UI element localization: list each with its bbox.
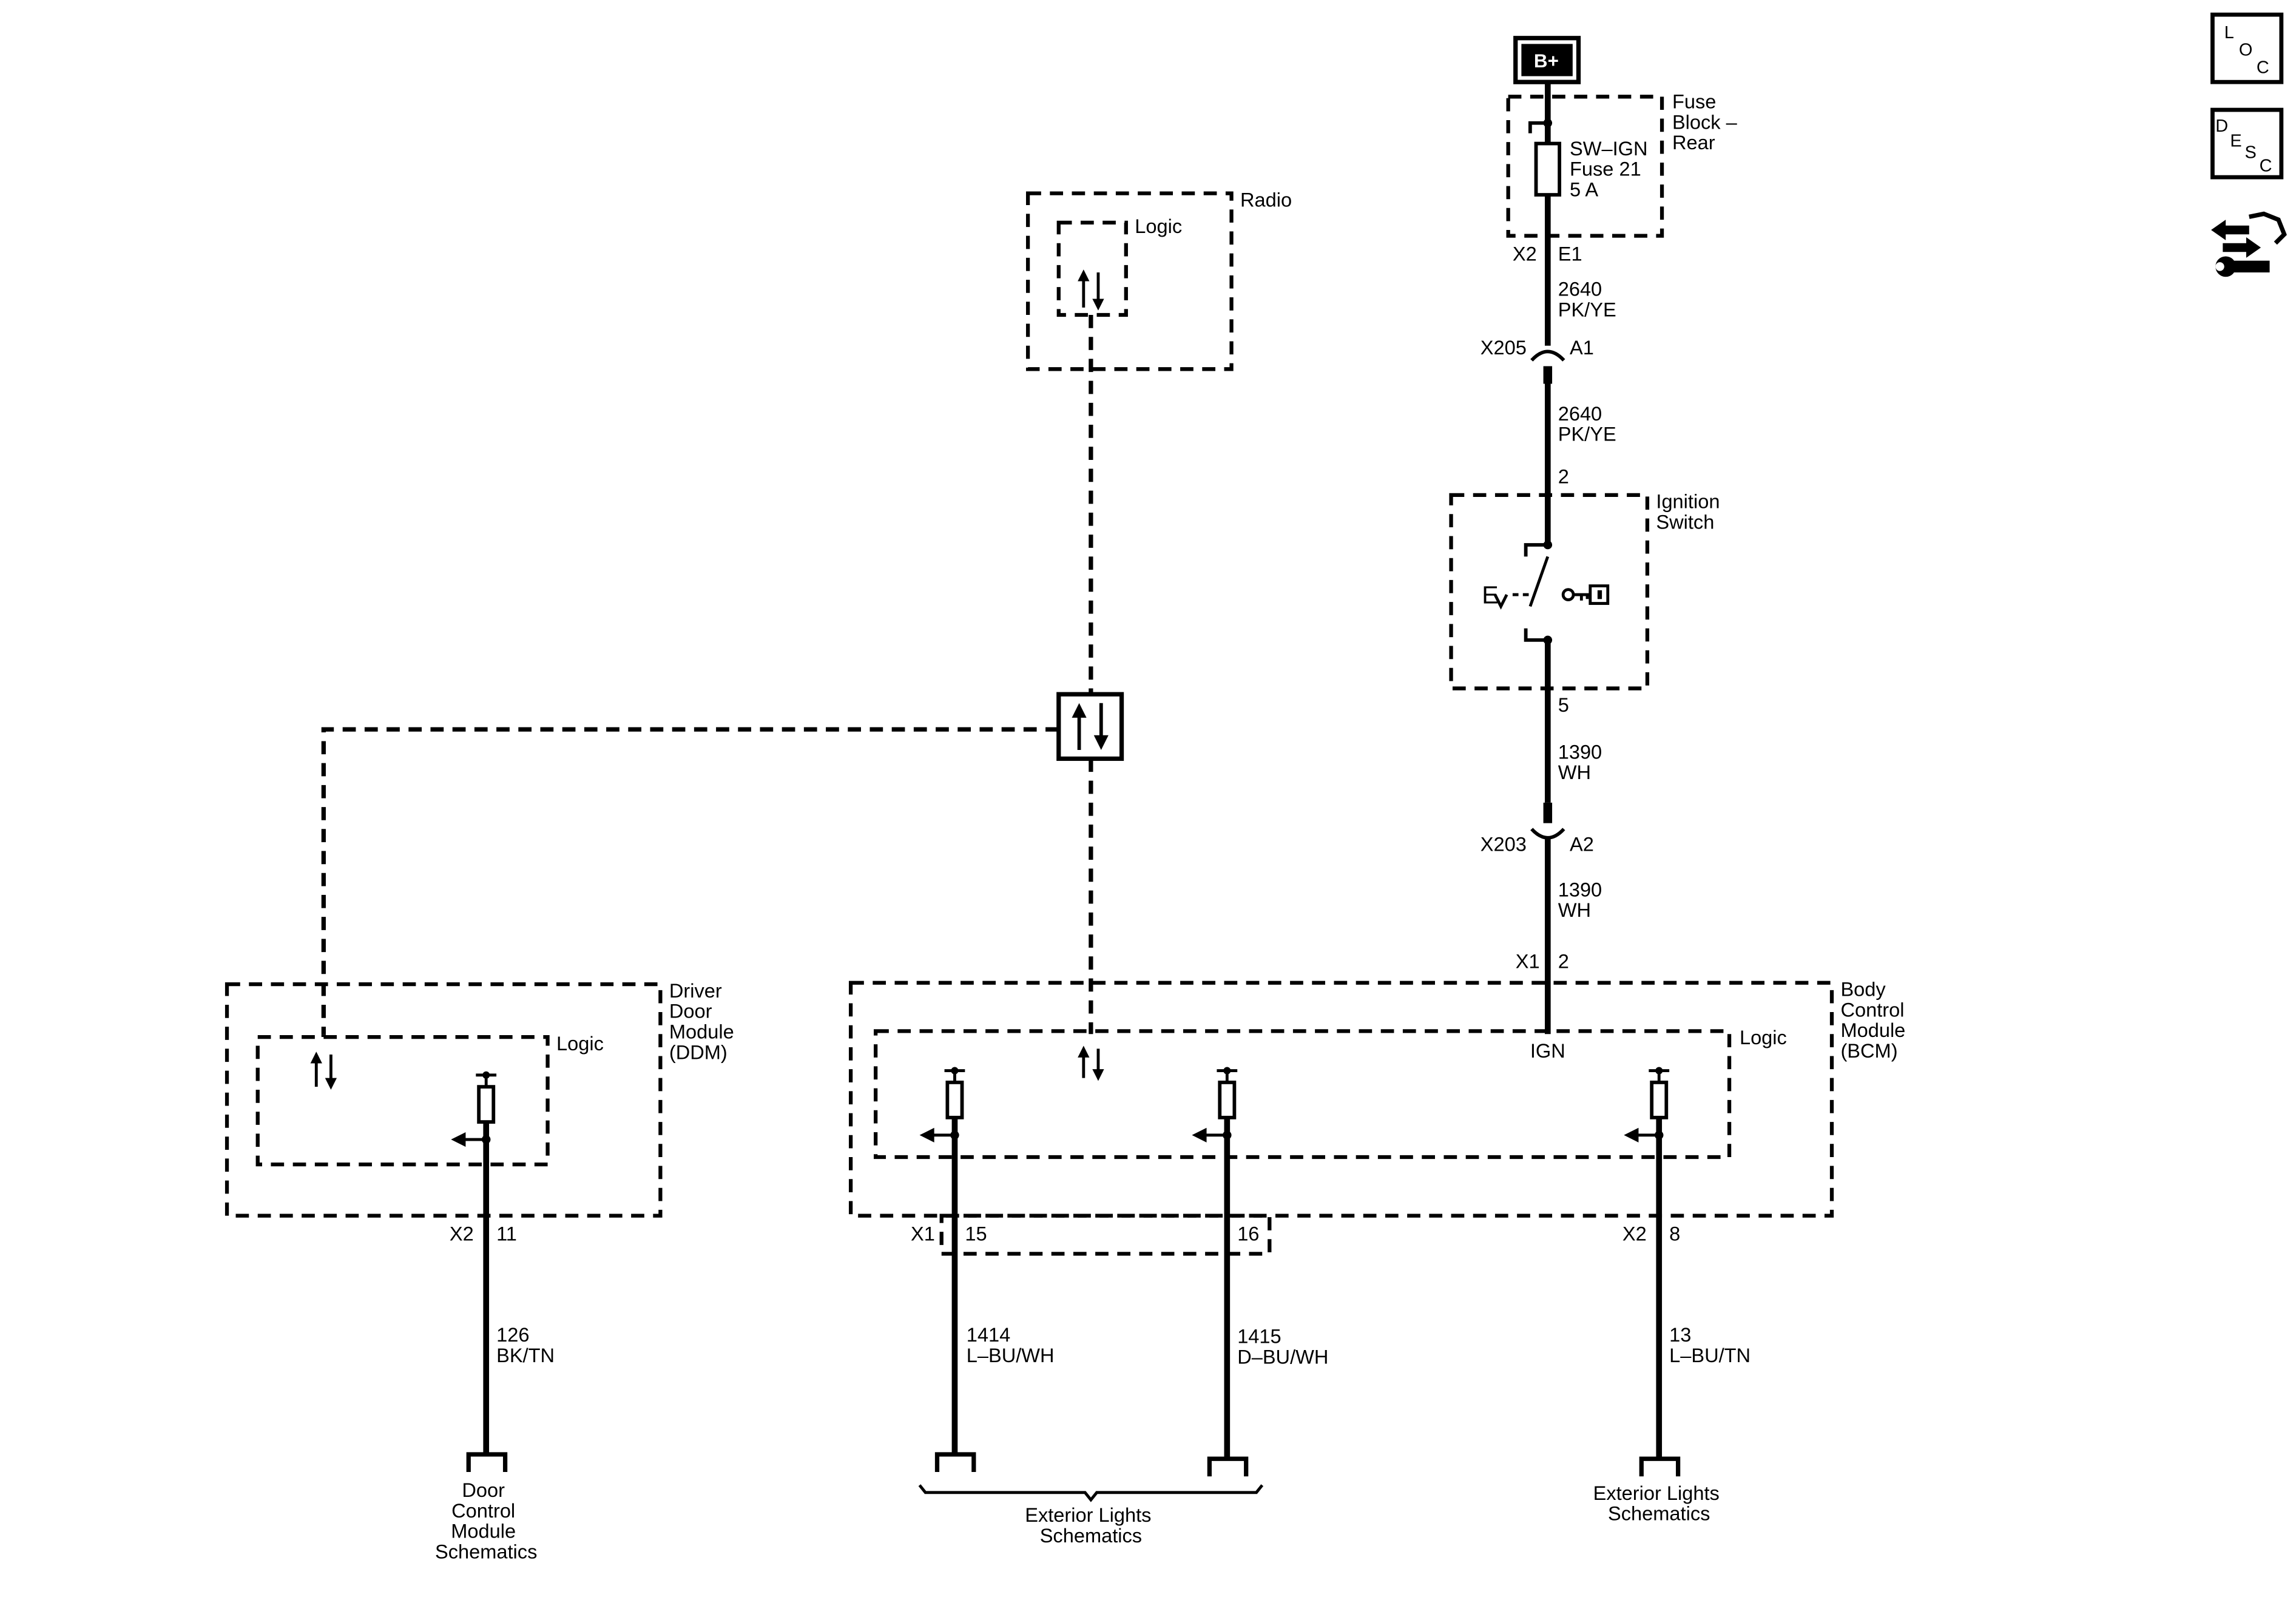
ignition-pin-out: 5: [1558, 694, 1569, 716]
fuse-block-pin: E1: [1558, 243, 1582, 265]
bcm-x2-connector: X2: [1622, 1223, 1647, 1245]
bcm-output-driver-15-icon: [919, 1067, 965, 1143]
radio-module: Radio Logic: [1025, 189, 1292, 371]
serial-data-splice-icon: [1056, 692, 1124, 761]
svg-text:X205: X205: [1481, 337, 1527, 359]
ignition-pin-in: 2: [1558, 466, 1569, 488]
bcm-logic-label: Logic: [1740, 1027, 1787, 1048]
svg-text:O: O: [2239, 41, 2253, 60]
bcm-ign-input-label: IGN: [1530, 1040, 1565, 1062]
ddm-output-driver-icon: [451, 1071, 497, 1147]
bcm-pin-8: 8: [1669, 1223, 1680, 1245]
exterior-lights-schematics-label-a: Exterior Lights Schematics: [1025, 1504, 1156, 1547]
exterior-lights-destination-a: Exterior Lights Schematics: [918, 1452, 1264, 1547]
wire-2640-upper-label: 2640 PK/YE: [1558, 279, 1616, 321]
svg-text:L: L: [2224, 23, 2234, 42]
ddm-logic-label: Logic: [556, 1033, 604, 1055]
exterior-lights-destination-b: Exterior Lights Schematics: [1593, 1456, 1725, 1525]
component-locator-icon[interactable]: L O C: [2210, 12, 2284, 84]
wire-13-label: 13 L–BU/TN: [1669, 1324, 1751, 1366]
serial-data-bus: [321, 314, 1124, 1035]
wire-1414-label: 1414 L–BU/WH: [967, 1324, 1055, 1366]
fuse-symbol-icon: [1534, 141, 1562, 197]
bcm-name: Body Control Module (BCM): [1840, 978, 1911, 1061]
door-control-module-destination: Door Control Module Schematics: [435, 1452, 537, 1562]
svg-text:A1: A1: [1570, 337, 1594, 359]
bcm-output-driver-16-icon: [1192, 1067, 1238, 1143]
wire-2640-lower-label: 2640 PK/YE: [1558, 403, 1616, 445]
bcm-bidirectional-arrows-icon: [1078, 1045, 1104, 1081]
fuse-block-name: Fuse Block – Rear: [1672, 91, 1743, 154]
svg-text:D: D: [2215, 116, 2228, 136]
description-operation-icon[interactable]: D E S C: [2210, 107, 2284, 180]
wire-1390-upper-label: 1390 WH: [1558, 741, 1608, 783]
svg-text:E: E: [2230, 131, 2241, 150]
svg-text:S: S: [2245, 143, 2257, 163]
bcm-x1-connector-bracket: [939, 1214, 1272, 1256]
wire-126-label: 126 BK/TN: [496, 1324, 555, 1366]
ignition-switch: Ignition Switch E: [1449, 491, 1725, 690]
driver-door-module: Driver Door Module (DDM) Logic: [225, 980, 740, 1218]
fuse-block-connector: X2: [1513, 243, 1537, 265]
door-control-schematics-label: Door Control Module Schematics: [435, 1479, 537, 1562]
fuse-label: SW–IGN Fuse 21 5 A: [1570, 138, 1653, 201]
svg-text:C: C: [2260, 156, 2272, 175]
bcm-pin-16: 16: [1237, 1223, 1259, 1245]
ddm-name: Driver Door Module (DDM): [669, 980, 740, 1063]
key-icon: [1561, 584, 1610, 605]
body-control-module: Body Control Module (BCM) Logic IGN: [848, 978, 1911, 1218]
fuse-block-rear: Fuse Block – Rear SW–IGN Fuse 21 5 A: [1506, 91, 1743, 238]
ddm-connector: X2: [450, 1223, 474, 1245]
bcm-output-driver-8-icon: [1624, 1067, 1670, 1143]
bcm-x1-connector: X1: [911, 1223, 935, 1245]
wire-1390-lower-label: 1390 WH: [1558, 879, 1608, 921]
svg-text:X203: X203: [1481, 834, 1527, 856]
battery-positive-source: B+: [1513, 36, 1581, 84]
inline-connector-x205: X205 A1: [1481, 337, 1594, 384]
exterior-lights-schematics-label-b: Exterior Lights Schematics: [1593, 1482, 1725, 1525]
inline-connector-x203: X203 A2: [1481, 802, 1594, 856]
radio-name: Radio: [1240, 189, 1292, 211]
radio-bidirectional-arrows-icon: [1078, 269, 1104, 311]
ddm-bidirectional-arrows-icon: [310, 1052, 337, 1090]
svg-text:A2: A2: [1570, 834, 1594, 856]
bcm-pin-15: 15: [965, 1223, 987, 1245]
radio-logic-label: Logic: [1135, 215, 1182, 237]
bcm-ign-connector: X1: [1516, 951, 1540, 973]
wire-1415-label: 1415 D–BU/WH: [1237, 1326, 1328, 1368]
svg-text:C: C: [2257, 58, 2269, 78]
navigation-arrows-wrench-icon[interactable]: [2211, 211, 2287, 277]
bcm-ign-pin: 2: [1558, 951, 1569, 973]
ddm-pin: 11: [496, 1223, 517, 1245]
b-plus-label: B+: [1534, 50, 1559, 72]
ignition-switch-name: Ignition Switch: [1656, 491, 1725, 533]
